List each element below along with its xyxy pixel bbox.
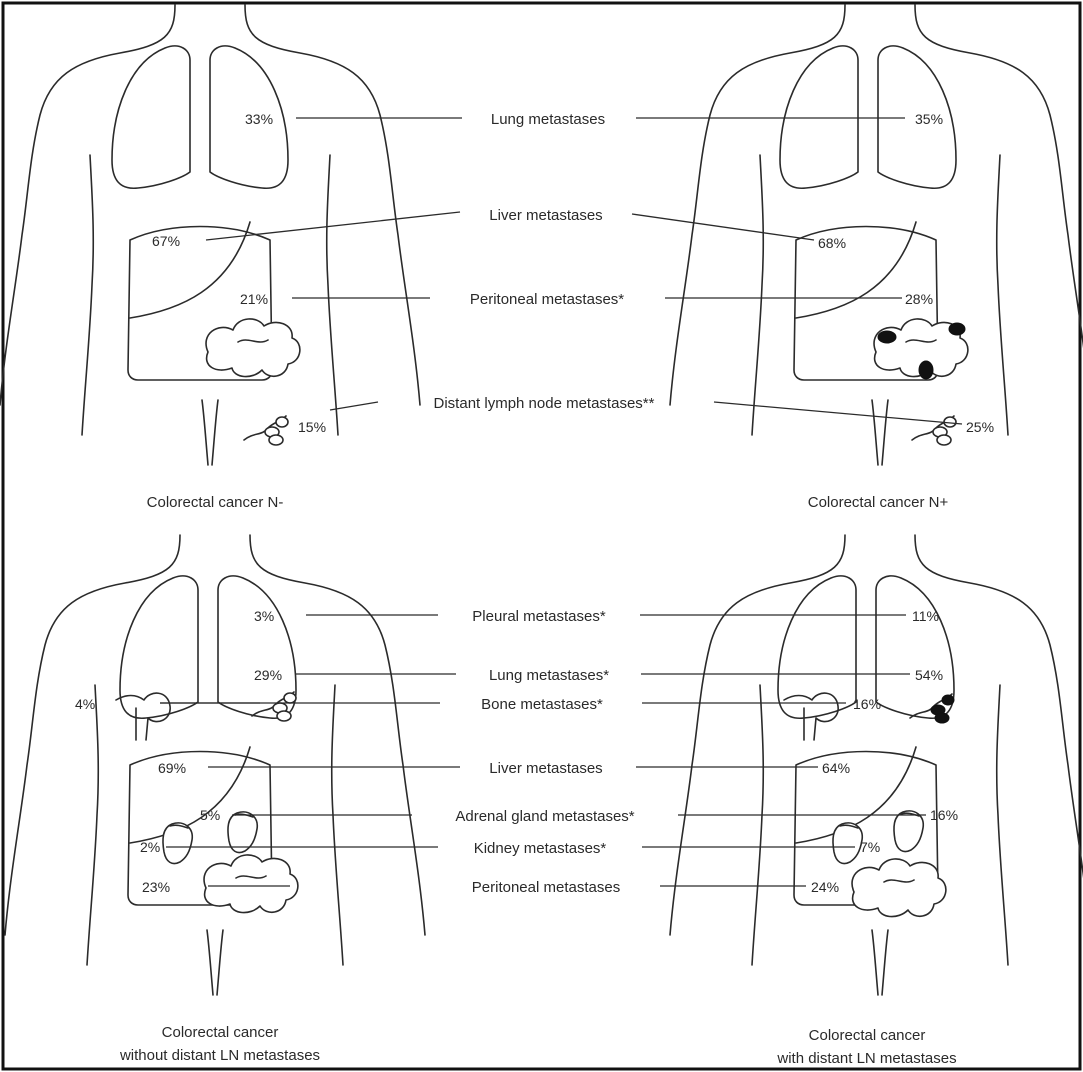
- pct-lung: 29%: [254, 667, 282, 683]
- label-peritoneal-metastases: Peritoneal metastases: [472, 879, 620, 896]
- pct-lung: 35%: [915, 111, 943, 127]
- bottom-labels: Pleural metastases* Lung metastases* Liv…: [160, 608, 926, 896]
- kidney: [833, 823, 862, 864]
- pct-peritoneal: 24%: [811, 879, 839, 895]
- label-peritoneal-metastases: Peritoneal metastases*: [470, 291, 624, 308]
- label-kidney-metastases: Kidney metastases*: [474, 840, 607, 857]
- pct-bone: 16%: [853, 696, 881, 712]
- pct-kidney: 2%: [140, 839, 160, 855]
- caption-line-1: Colorectal cancer: [162, 1024, 279, 1041]
- pct-lymph: 15%: [298, 419, 326, 435]
- metastasis-spot: [949, 323, 965, 335]
- caption-line-2: without distant LN metastases: [119, 1047, 320, 1064]
- panel-top-right: 35% 68% 28% 25% Colorectal cancer N+: [670, 5, 1083, 511]
- caption: Colorectal cancer N+: [808, 494, 949, 511]
- intestine: [204, 855, 298, 913]
- pct-lung: 33%: [245, 111, 273, 127]
- pct-peritoneal: 21%: [240, 291, 268, 307]
- top-labels: Lung metastases Liver metastases Periton…: [206, 111, 962, 424]
- pct-adrenal: 5%: [200, 807, 220, 823]
- caption-line-2: with distant LN metastases: [776, 1050, 956, 1067]
- pct-lung: 54%: [915, 667, 943, 683]
- pct-adrenal: 16%: [930, 807, 958, 823]
- pct-peritoneal: 28%: [905, 291, 933, 307]
- pct-liver: 64%: [822, 760, 850, 776]
- pct-lymph: 25%: [966, 419, 994, 435]
- pct-kidney: 7%: [860, 839, 880, 855]
- label-pleural-metastases: Pleural metastases*: [472, 608, 606, 625]
- metastasis-spot: [919, 361, 933, 379]
- pct-liver: 68%: [818, 235, 846, 251]
- body-outline: [670, 5, 1083, 465]
- label-liver-metastases: Liver metastases: [489, 760, 602, 777]
- pct-bone: 4%: [75, 696, 95, 712]
- kidney: [163, 823, 192, 864]
- body-outline: [5, 535, 425, 995]
- pct-peritoneal: 23%: [142, 879, 170, 895]
- pct-pleural: 3%: [254, 608, 274, 624]
- caption-line-1: Colorectal cancer: [809, 1027, 926, 1044]
- femur-bone: [116, 693, 170, 740]
- intestine: [206, 319, 300, 377]
- label-adrenal-gland-metastases: Adrenal gland metastases*: [455, 808, 634, 825]
- label-liver-metastases: Liver metastases: [489, 207, 602, 224]
- intestine: [852, 859, 946, 917]
- caption: Colorectal cancer N-: [147, 494, 284, 511]
- pct-liver: 67%: [152, 233, 180, 249]
- pct-pleural: 11%: [912, 608, 939, 624]
- adrenal-gland: [894, 811, 923, 852]
- metastasis-spot: [878, 331, 896, 343]
- label-lung-metastases-star: Lung metastases*: [489, 667, 609, 684]
- label-distant-lymph-node-metastases: Distant lymph node metastases**: [434, 395, 655, 412]
- label-lung-metastases: Lung metastases: [491, 111, 605, 128]
- lymph-nodes: [244, 416, 288, 445]
- pct-liver: 69%: [158, 760, 186, 776]
- panel-top-left: 33% 67% 21% 15% Colorectal cancer N-: [0, 5, 420, 511]
- label-bone-metastases: Bone metastases*: [481, 696, 603, 713]
